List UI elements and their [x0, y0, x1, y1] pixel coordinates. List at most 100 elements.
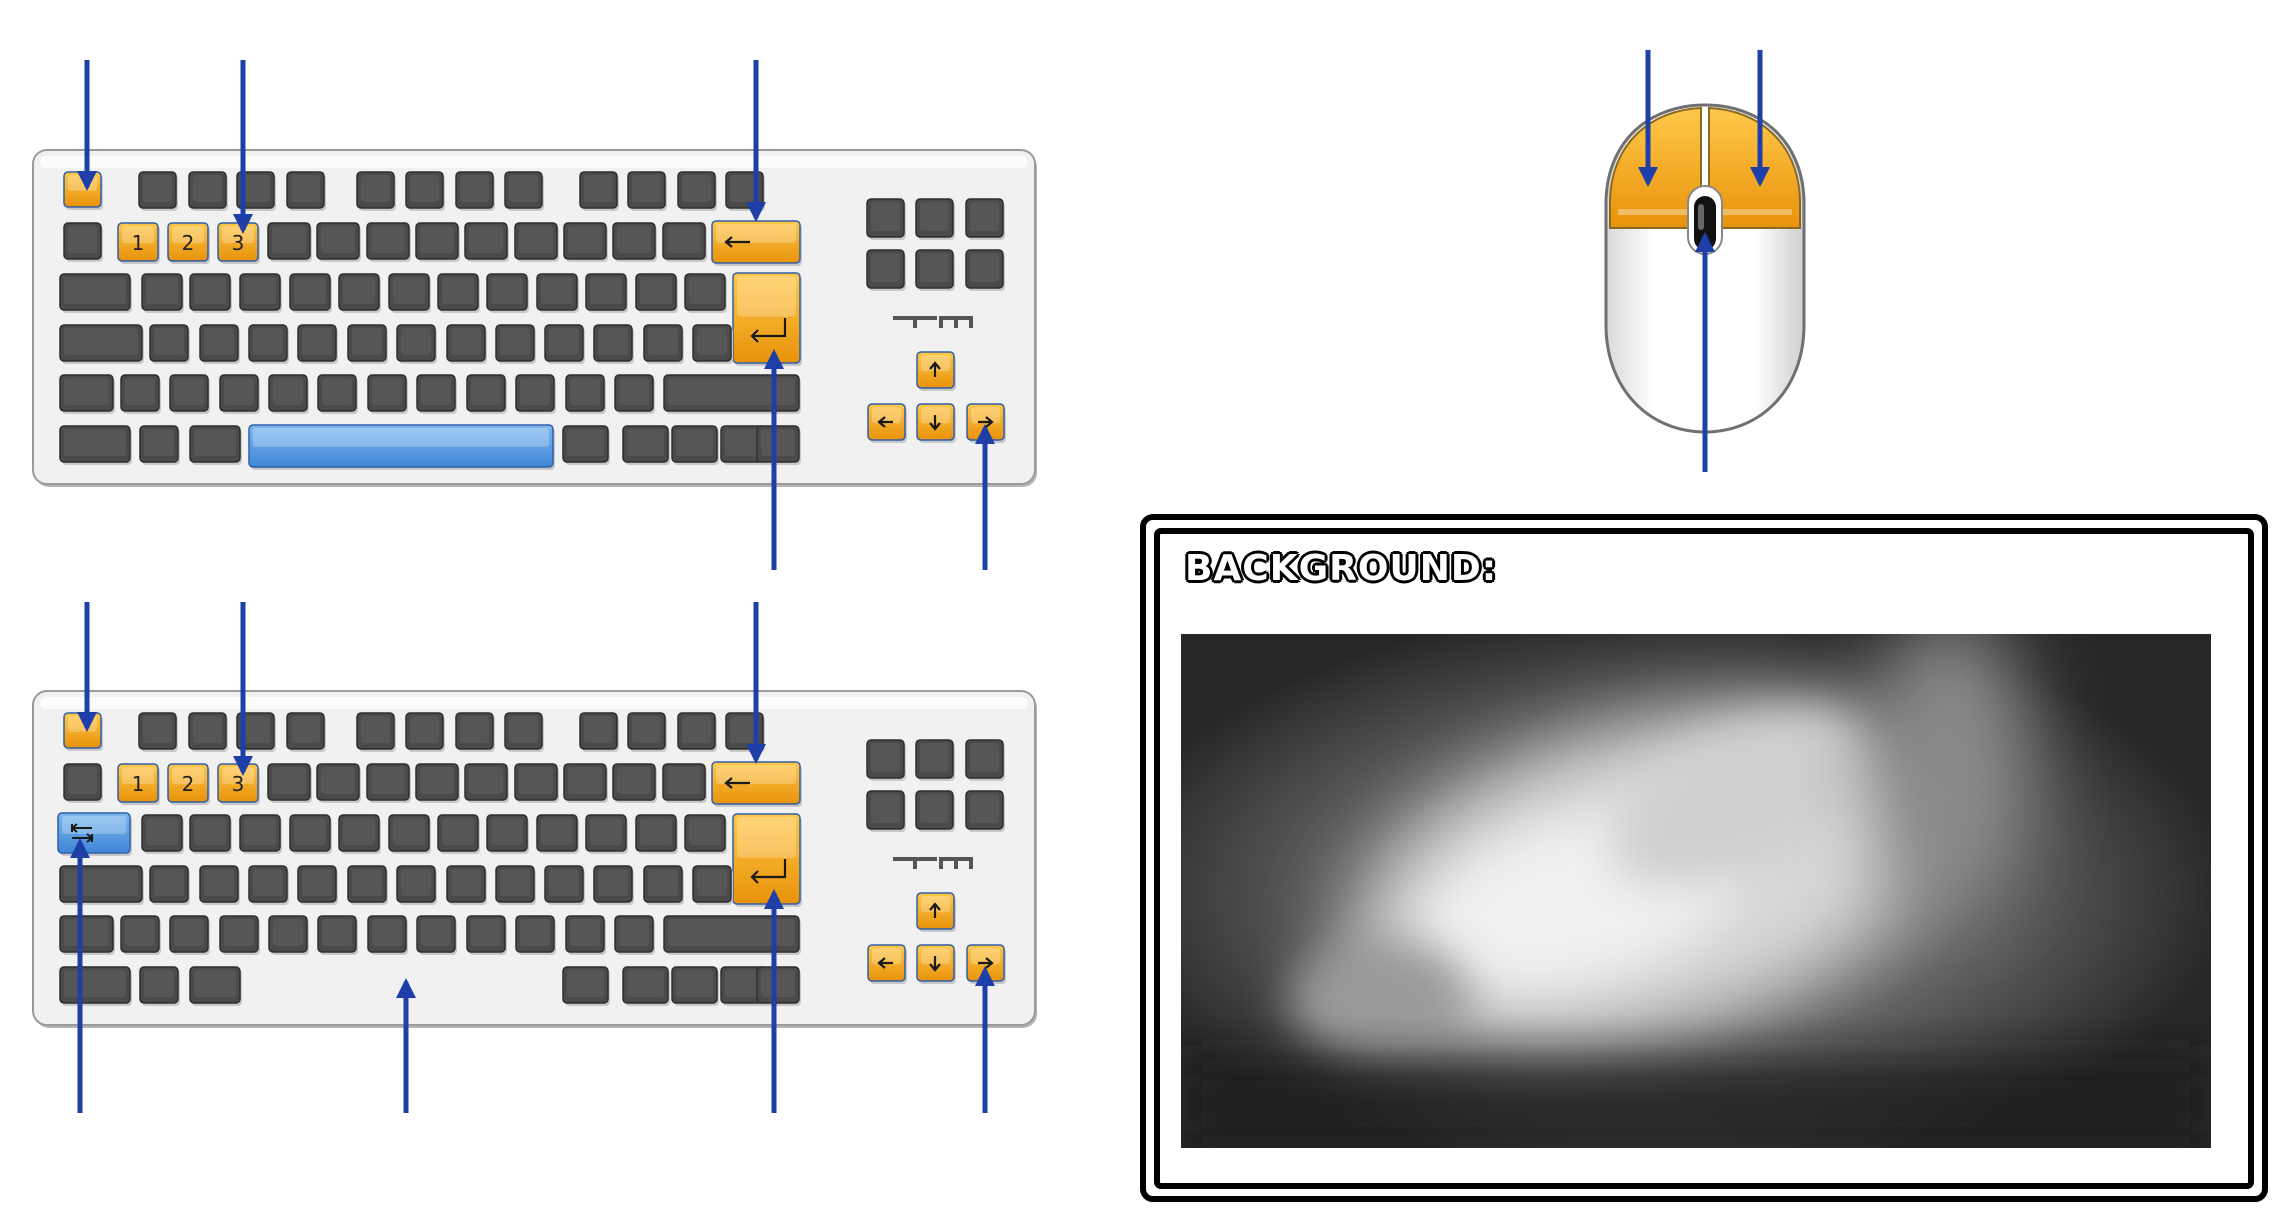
- number-key-label: 1: [132, 231, 145, 255]
- key-top: [154, 328, 184, 355]
- key-top: [144, 970, 174, 997]
- key-top: [568, 767, 602, 794]
- key-top: [920, 202, 949, 231]
- key-top: [491, 818, 523, 845]
- key-top: [491, 277, 523, 304]
- key-gloss: [253, 428, 549, 447]
- key-gloss: [737, 817, 796, 858]
- key-top: [421, 919, 451, 946]
- key-top: [500, 328, 530, 355]
- number-key-label: 2: [182, 772, 195, 796]
- key-top: [352, 869, 382, 896]
- key-top: [204, 869, 234, 896]
- key-top: [393, 818, 425, 845]
- key-top: [520, 378, 550, 405]
- key-top: [871, 743, 900, 772]
- key-top: [570, 919, 600, 946]
- key-top: [291, 716, 320, 743]
- key-top: [154, 869, 184, 896]
- key-top: [617, 767, 651, 794]
- number-key-label: 3: [232, 772, 245, 796]
- key-top: [970, 253, 999, 282]
- key-top: [146, 277, 178, 304]
- key-top: [640, 277, 672, 304]
- key-top: [549, 328, 579, 355]
- key-top: [667, 767, 701, 794]
- key-top: [761, 970, 795, 997]
- key-top: [519, 767, 553, 794]
- key-top: [619, 378, 649, 405]
- key-top: [410, 175, 439, 202]
- background-panel: [1143, 517, 2265, 1199]
- key-top: [619, 919, 649, 946]
- key-top: [294, 818, 326, 845]
- key-top: [627, 429, 664, 456]
- key-top: [689, 818, 721, 845]
- key-top: [193, 175, 222, 202]
- key-top: [321, 226, 355, 253]
- key-top: [272, 767, 306, 794]
- key-top: [590, 277, 622, 304]
- key-top: [970, 202, 999, 231]
- key-top: [451, 869, 481, 896]
- keyboard-gloss: [40, 156, 1028, 168]
- key-top: [584, 175, 613, 202]
- key-top: [393, 277, 425, 304]
- key-gloss: [971, 407, 1000, 423]
- key-top: [125, 378, 155, 405]
- key-top: [244, 818, 276, 845]
- key-top: [442, 277, 474, 304]
- key-top: [352, 328, 382, 355]
- key-top: [617, 226, 651, 253]
- key-top: [460, 716, 489, 743]
- key-top: [420, 226, 454, 253]
- key-top: [632, 175, 661, 202]
- key-top: [697, 869, 727, 896]
- key-top: [421, 378, 451, 405]
- key-top: [451, 328, 481, 355]
- key-top: [194, 277, 226, 304]
- key-top: [343, 818, 375, 845]
- number-key-label: 2: [182, 231, 195, 255]
- wheel-gloss: [1698, 204, 1704, 230]
- key-top: [64, 869, 138, 896]
- key-top: [970, 794, 999, 823]
- key-top: [627, 970, 664, 997]
- key-top: [568, 226, 602, 253]
- key-top: [372, 919, 402, 946]
- key-top: [273, 378, 303, 405]
- key-top: [253, 869, 283, 896]
- key-top: [144, 429, 174, 456]
- key-top: [361, 175, 390, 202]
- key-top: [64, 277, 126, 304]
- key-top: [970, 743, 999, 772]
- key-top: [371, 767, 405, 794]
- key-top: [143, 716, 172, 743]
- key-top: [761, 429, 795, 456]
- key-top: [401, 869, 431, 896]
- key-gloss: [971, 948, 1000, 964]
- key-top: [667, 226, 701, 253]
- key-top: [471, 919, 501, 946]
- key-top: [343, 277, 375, 304]
- key-top: [143, 175, 172, 202]
- key-top: [272, 226, 306, 253]
- key-top: [68, 226, 97, 253]
- key-top: [598, 328, 628, 355]
- key-gloss: [68, 716, 97, 732]
- key-top: [321, 767, 355, 794]
- key-top: [682, 175, 711, 202]
- key-top: [224, 378, 254, 405]
- key-top: [442, 818, 474, 845]
- key-top: [322, 919, 352, 946]
- key-top: [244, 277, 276, 304]
- key-top: [471, 378, 501, 405]
- key-top: [420, 767, 454, 794]
- key-top: [541, 277, 573, 304]
- key-top: [371, 226, 405, 253]
- keyboard-gloss: [40, 697, 1028, 709]
- key-top: [193, 716, 222, 743]
- key-top: [584, 716, 613, 743]
- number-key-label: 3: [232, 231, 245, 255]
